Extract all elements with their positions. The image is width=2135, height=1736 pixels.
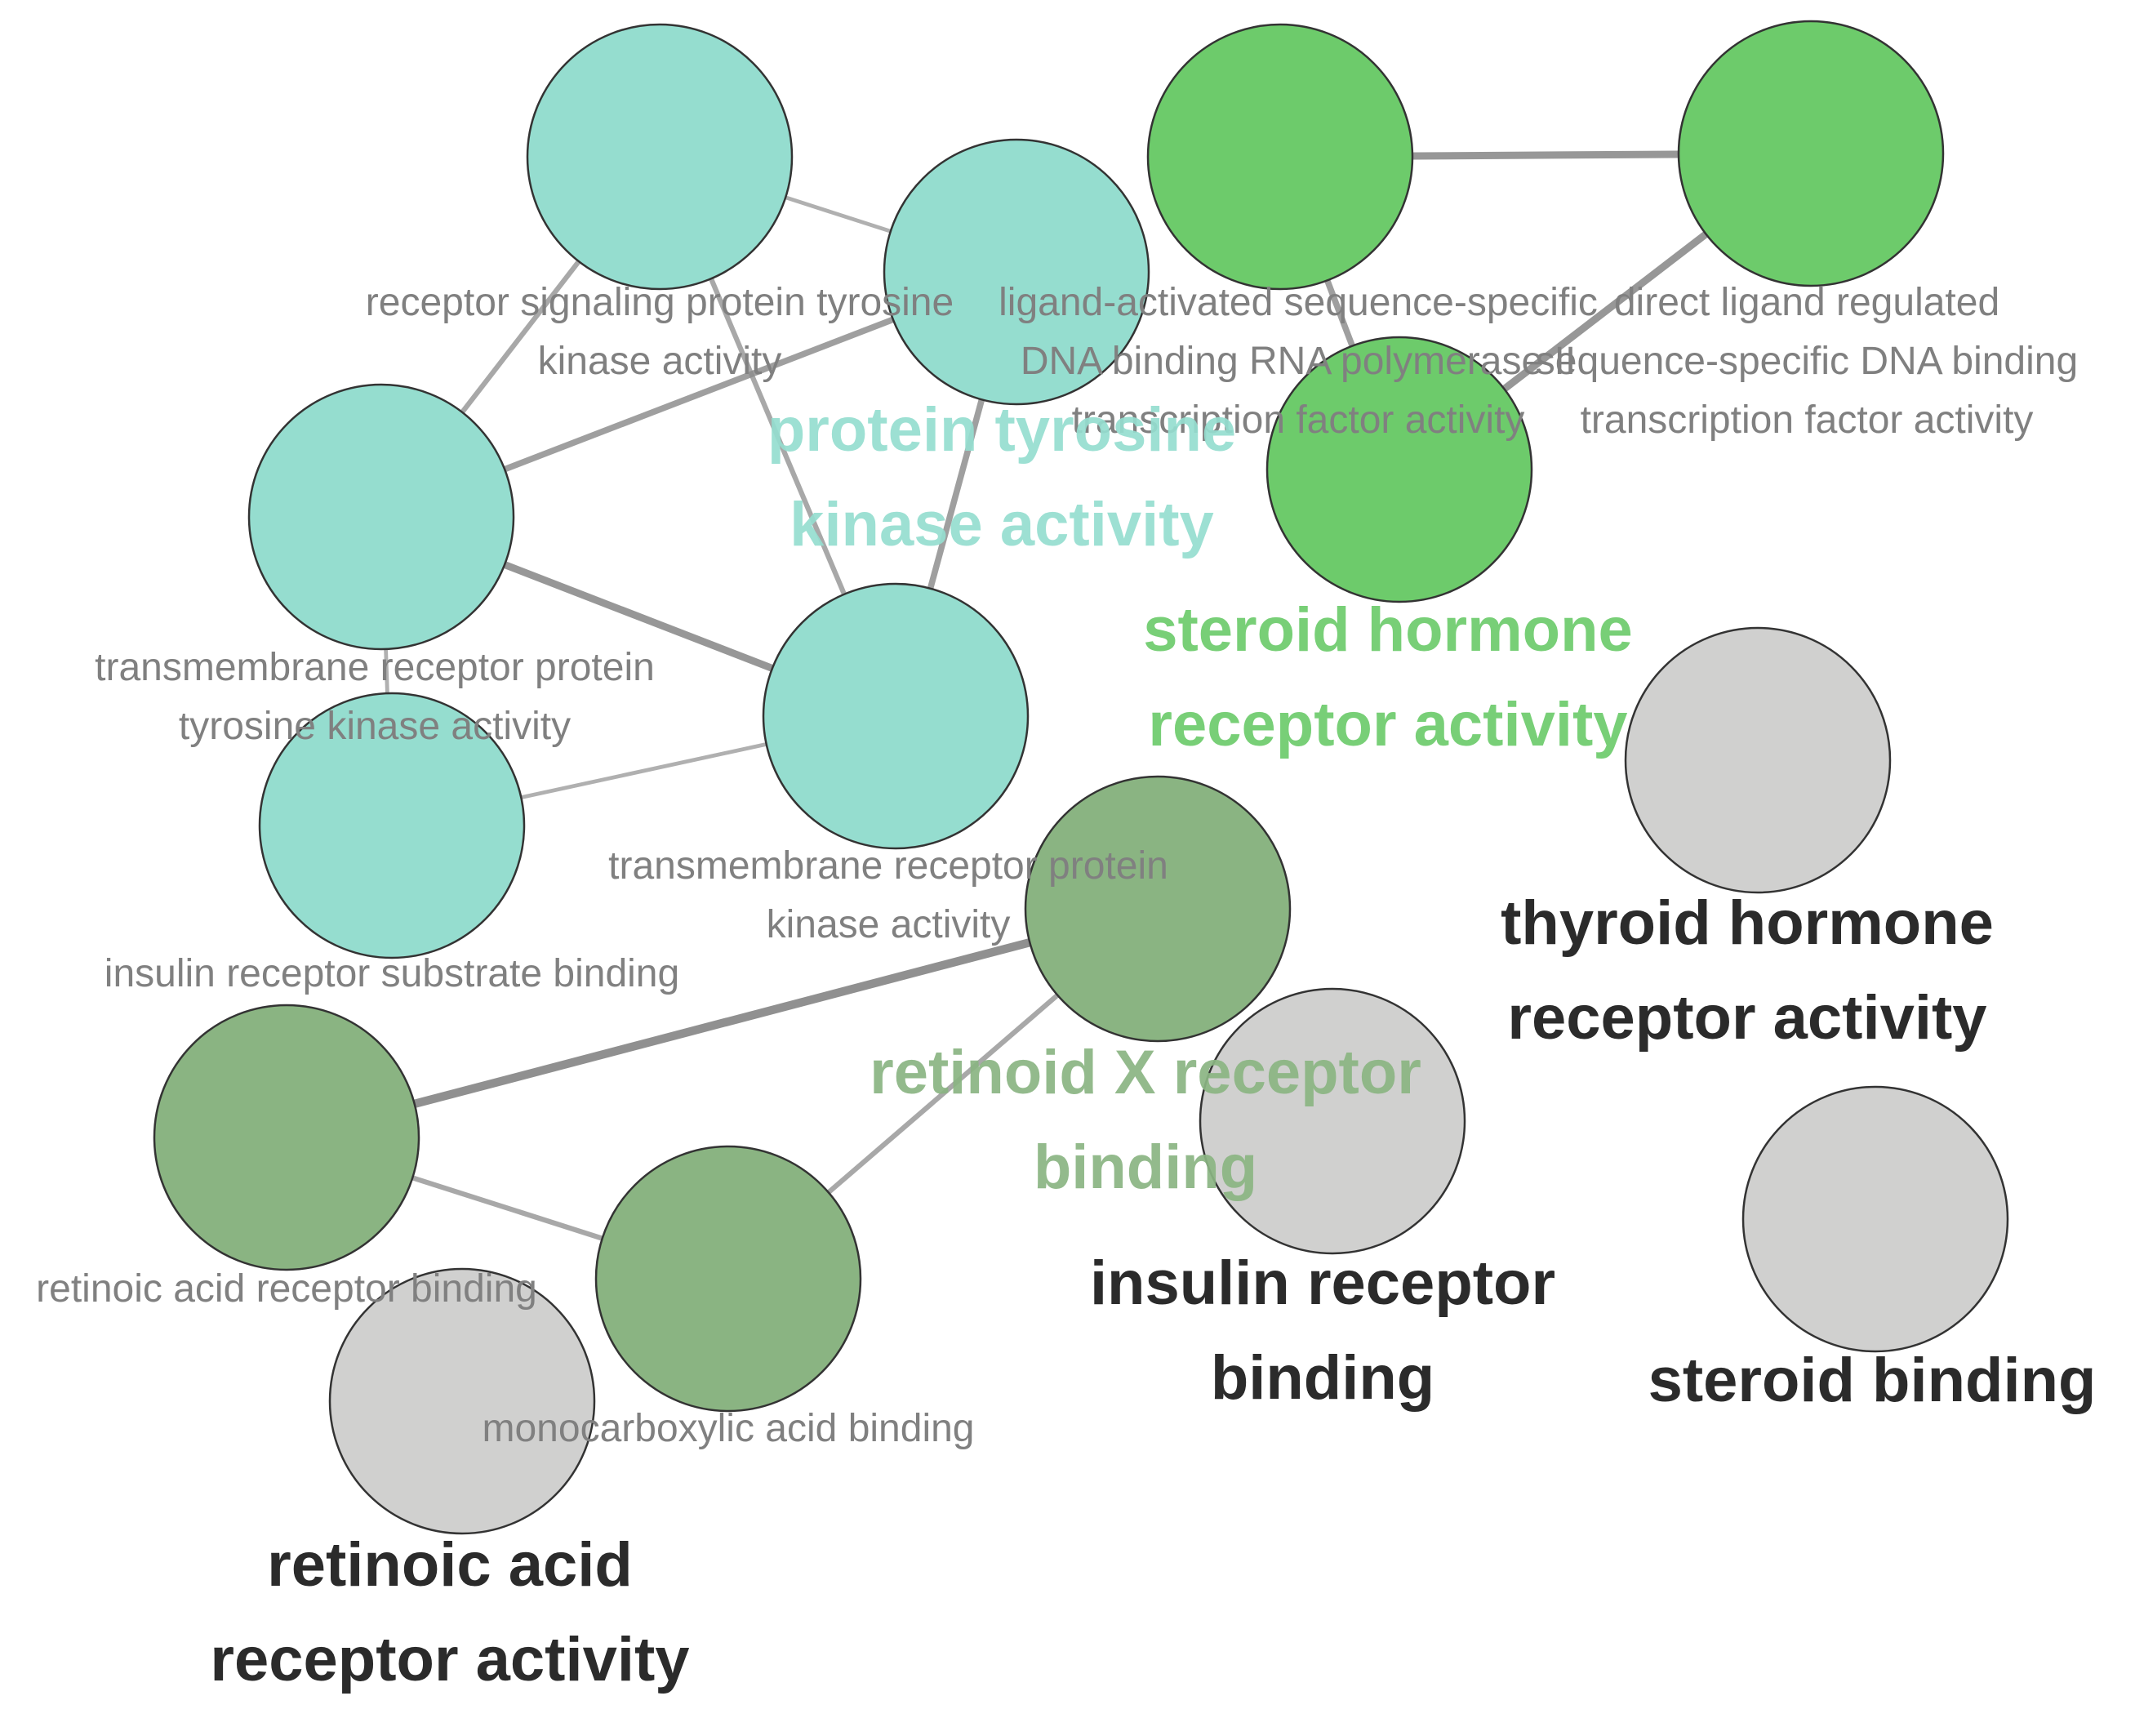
node-label-line: ligand-activated sequence-specific — [999, 281, 1598, 324]
edge-n9-n10 — [282, 904, 1163, 1142]
group-label-line: steroid binding — [1648, 1346, 2097, 1415]
node-label-line: kinase activity — [767, 903, 1011, 946]
group-label-line: retinoic acid — [267, 1530, 633, 1600]
node-label-line: transmembrane receptor protein — [608, 844, 1168, 888]
node-label-line: insulin receptor substrate binding — [105, 952, 679, 995]
group-label-protein-tyrosine: protein tyrosine kinase activity — [767, 395, 1236, 559]
group-label-line: binding — [1211, 1343, 1434, 1413]
group-label-insulin-receptor: insulin receptor binding — [1090, 1249, 1555, 1413]
group-label-line: thyroid hormone — [1501, 888, 1994, 958]
node-label-line: tyrosine kinase activity — [179, 705, 571, 748]
group-label-line: kinase activity — [790, 490, 1214, 559]
node-n5[interactable] — [258, 692, 526, 959]
node-label-line: monocarboxylic acid binding — [483, 1407, 975, 1450]
node-label-n5: insulin receptor substrate binding — [105, 952, 679, 995]
node-label-line: sequence-specific DNA binding — [1536, 340, 2078, 383]
node-n6[interactable] — [1146, 23, 1414, 291]
node-n1[interactable] — [526, 23, 794, 291]
group-label-thyroid: thyroid hormone receptor activity — [1501, 888, 1994, 1053]
node-n14[interactable] — [1741, 1085, 2009, 1353]
group-labels-layer: protein tyrosine kinase activity steroid h… — [210, 395, 2096, 1694]
node-n4[interactable] — [762, 582, 1030, 850]
node-label-n3: transmembrane receptor protein tyrosine k… — [95, 646, 655, 748]
nodes-layer — [153, 20, 2009, 1535]
node-label-line: transcription factor activity — [1072, 398, 1525, 442]
node-label-n4: transmembrane receptor protein kinase act… — [608, 844, 1168, 946]
node-label-line: DNA binding RNA polymerase II — [1021, 340, 1576, 383]
node-n8[interactable] — [1265, 336, 1533, 603]
node-label-line: kinase activity — [538, 340, 782, 383]
node-label-line: receptor signaling protein tyrosine — [366, 281, 954, 324]
group-label-retinoid-x: retinoid X receptor binding — [870, 1038, 1421, 1202]
group-label-steroid-binding: steroid binding — [1648, 1346, 2097, 1415]
node-label-n7: direct ligand regulated sequence-specific… — [1536, 281, 2078, 442]
node-labels-layer: receptor signaling protein tyrosine kinas… — [36, 281, 2078, 1450]
node-n9[interactable] — [1024, 775, 1292, 1043]
node-label-line: retinoic acid receptor binding — [36, 1267, 537, 1311]
node-label-line: transmembrane receptor protein — [95, 646, 655, 689]
node-label-line: direct ligand regulated — [1614, 281, 1999, 324]
group-label-steroid-hormone: steroid hormone receptor activity — [1143, 595, 1633, 759]
group-label-line: retinoid X receptor — [870, 1038, 1421, 1107]
group-label-line: receptor activity — [1507, 983, 1986, 1053]
group-label-line: receptor activity — [210, 1625, 689, 1694]
node-n11[interactable] — [594, 1145, 862, 1413]
node-n3[interactable] — [247, 383, 515, 651]
group-label-retinoic-acid: retinoic acid receptor activity — [210, 1530, 689, 1694]
group-label-line: insulin receptor — [1090, 1249, 1555, 1318]
group-label-line: receptor activity — [1148, 690, 1627, 759]
node-n15[interactable] — [328, 1267, 596, 1535]
node-n2[interactable] — [883, 138, 1150, 406]
node-label-n11: monocarboxylic acid binding — [483, 1407, 975, 1450]
node-label-n1: receptor signaling protein tyrosine kinas… — [366, 281, 954, 383]
node-n12[interactable] — [1624, 626, 1892, 894]
group-label-line: steroid hormone — [1143, 595, 1633, 665]
node-n13[interactable] — [1199, 987, 1466, 1255]
node-label-line: transcription factor activity — [1581, 398, 2034, 442]
node-n7[interactable] — [1677, 20, 1945, 287]
node-label-n10: retinoic acid receptor binding — [36, 1267, 537, 1311]
group-label-line: protein tyrosine — [767, 395, 1236, 465]
group-label-line: binding — [1034, 1133, 1257, 1202]
node-n10[interactable] — [153, 1004, 420, 1271]
